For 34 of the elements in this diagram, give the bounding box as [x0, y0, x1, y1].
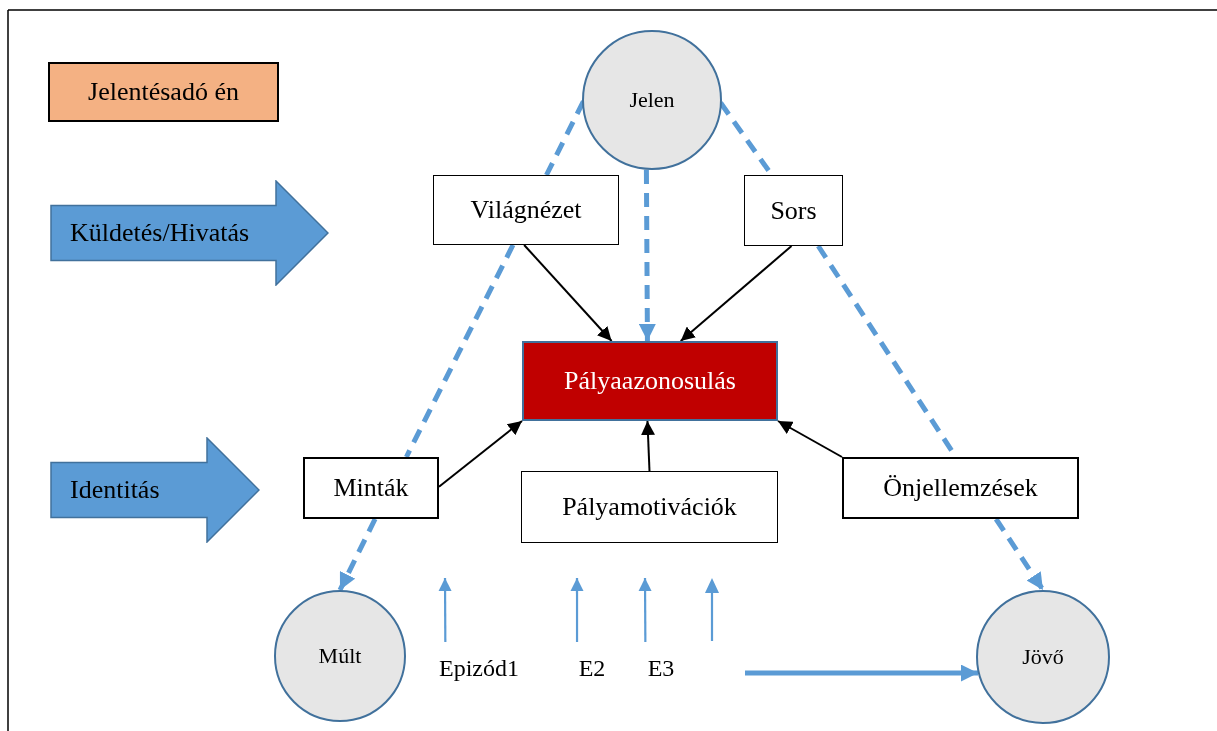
arrow — [679, 245, 793, 342]
node-label: Pályamotivációk — [562, 492, 737, 522]
node-label: Jelentésadó én — [88, 77, 239, 107]
concept-box — [521, 471, 778, 543]
arrow — [438, 420, 523, 488]
node-label: Küldetés/Hivatás — [70, 218, 250, 248]
concept-box — [842, 457, 1079, 519]
central-box — [522, 341, 778, 421]
episode-label: Epizód1 — [428, 642, 530, 682]
label-box — [48, 62, 279, 122]
concept-box — [303, 457, 439, 519]
dashed-arrow — [638, 170, 656, 341]
arrow — [745, 664, 978, 682]
arrow — [523, 244, 613, 342]
node-label: Világnézet — [470, 195, 582, 225]
node-label: Identitás — [70, 475, 160, 505]
node-label: Minták — [333, 473, 409, 503]
arrow — [570, 578, 584, 642]
node-label: Jövő — [1022, 644, 1064, 670]
node-label: Múlt — [318, 643, 362, 669]
arrow — [641, 420, 655, 472]
dashed-arrow — [993, 517, 1046, 592]
node-label: Sors — [770, 195, 817, 226]
arrow — [638, 578, 652, 642]
arrow — [438, 578, 452, 642]
concept-box — [433, 175, 619, 245]
node-label: Pályaazonosulás — [564, 366, 736, 396]
concept-box — [744, 175, 843, 246]
node-label: Önjellemzések — [883, 473, 1038, 503]
dashed-arrow — [337, 517, 378, 592]
episode-label: E3 — [638, 642, 684, 682]
episode-label: E2 — [570, 642, 614, 682]
arrow — [777, 420, 843, 458]
node-label: Jelen — [629, 87, 675, 113]
